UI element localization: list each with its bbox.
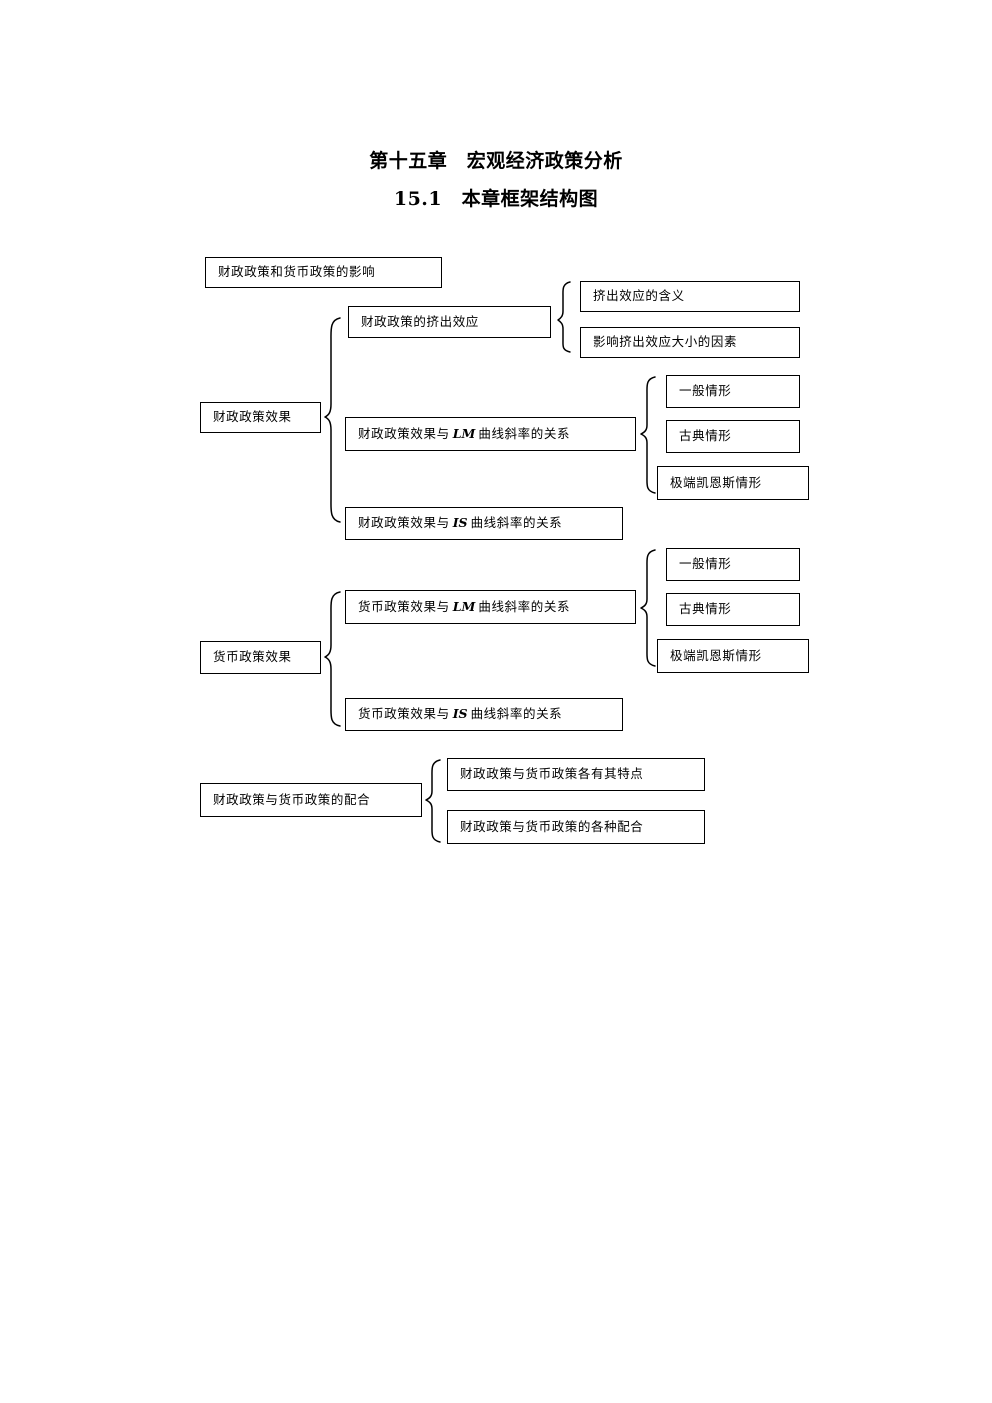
brace-policy-mix: [425, 759, 441, 843]
node-label-prefix: 财政政策效果与: [358, 425, 450, 441]
node-label-prefix: 货币政策效果与: [358, 598, 450, 614]
node-policy-mix[interactable]: 财政政策与货币政策的配合: [200, 783, 422, 817]
brace-crowding-out: [557, 281, 571, 353]
node-policy-mix-combinations[interactable]: 财政政策与货币政策的各种配合: [447, 810, 705, 844]
curve-variable-is: IS: [452, 706, 468, 722]
node-fiscal-lm-classical[interactable]: 古典情形: [666, 420, 800, 453]
brace-fiscal-main: [324, 317, 341, 523]
node-root[interactable]: 财政政策和货币政策的影响: [205, 257, 442, 288]
node-fiscal-is-relation[interactable]: 财政政策效果与 IS 曲线斜率的关系: [345, 507, 623, 540]
page-title: 第十五章 宏观经济政策分析: [369, 150, 623, 172]
node-crowding-out-effect[interactable]: 财政政策的挤出效应: [348, 306, 551, 338]
node-label-suffix: 曲线斜率的关系: [470, 515, 563, 531]
node-monetary-lm-relation[interactable]: 货币政策效果与 LM 曲线斜率的关系: [345, 590, 636, 624]
node-monetary-is-relation[interactable]: 货币政策效果与 IS 曲线斜率的关系: [345, 698, 623, 731]
node-label-prefix: 财政政策效果与: [358, 515, 450, 531]
brace-monetary-main: [324, 591, 341, 727]
brace-fiscal-lm: [640, 376, 656, 494]
curve-variable-lm: LM: [452, 425, 476, 441]
node-fiscal-lm-relation[interactable]: 财政政策效果与 LM 曲线斜率的关系: [345, 417, 636, 451]
node-monetary-lm-keynes[interactable]: 极端凯恩斯情形: [657, 639, 809, 673]
node-monetary-lm-general[interactable]: 一般情形: [666, 548, 800, 581]
curve-variable-lm: LM: [452, 598, 476, 614]
curve-variable-is: IS: [452, 515, 468, 531]
node-fiscal-lm-general[interactable]: 一般情形: [666, 375, 800, 408]
section-title: 15.1 本章框架结构图: [393, 188, 599, 210]
node-policy-mix-features[interactable]: 财政政策与货币政策各有其特点: [447, 758, 705, 791]
node-label-suffix: 曲线斜率的关系: [470, 706, 563, 722]
node-crowding-out-factors[interactable]: 影响挤出效应大小的因素: [580, 327, 800, 358]
node-monetary-policy-effect[interactable]: 货币政策效果: [200, 641, 321, 674]
node-monetary-lm-classical[interactable]: 古典情形: [666, 593, 800, 626]
node-crowding-out-meaning[interactable]: 挤出效应的含义: [580, 281, 800, 312]
node-label-prefix: 货币政策效果与: [358, 706, 450, 722]
node-label-suffix: 曲线斜率的关系: [478, 425, 571, 441]
node-fiscal-lm-keynes[interactable]: 极端凯恩斯情形: [657, 466, 809, 500]
node-label-suffix: 曲线斜率的关系: [478, 598, 571, 614]
node-fiscal-policy-effect[interactable]: 财政政策效果: [200, 402, 321, 433]
brace-monetary-lm: [640, 549, 656, 667]
